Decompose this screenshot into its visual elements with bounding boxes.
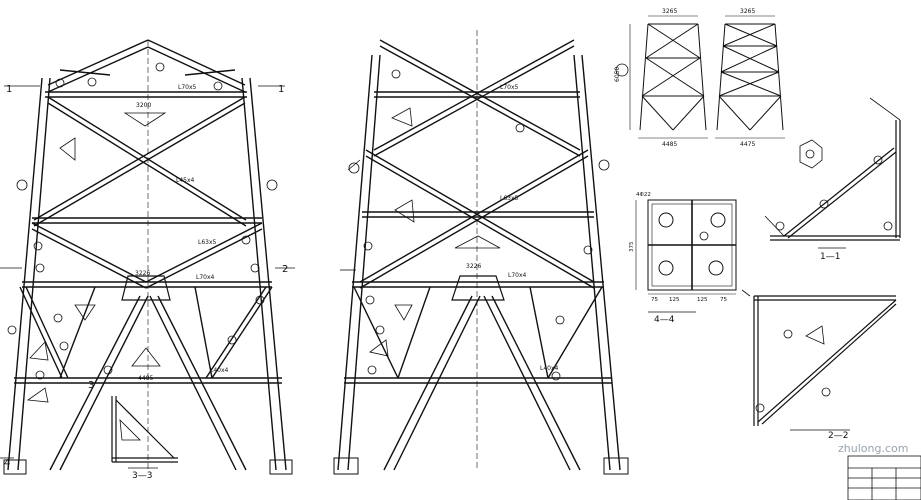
schematic-bottom-dim-right: 4475 (740, 141, 755, 148)
section-4-label: 4—4 (654, 315, 675, 325)
left-elevation-labels: 3200 L70x5 3226 L70x4 L45x4 L63x5 L40x4 … (4, 84, 288, 469)
member-mid-label: L70x4 (196, 274, 215, 281)
section-1-label: 1—1 (820, 252, 840, 262)
center-member-top-label: L70x5 (500, 84, 519, 91)
section-2-label: 2—2 (828, 431, 848, 441)
section-1-detail (764, 97, 901, 249)
section-mark-1-left: 1 (6, 84, 12, 95)
mid-width-dim-left: 3226 (135, 270, 150, 277)
member-diag2-label: L63x5 (198, 239, 217, 246)
plate-dim-4: 75 (720, 297, 727, 303)
left-foot-right (269, 459, 293, 475)
plate-side-dim: 375 (629, 241, 635, 252)
section-2-bolts (755, 329, 831, 413)
schematic-labels: 3265 3265 6050 4485 4475 (614, 8, 755, 148)
watermark-text: zhulong.com (838, 442, 908, 455)
left-leg-outer (7, 77, 43, 471)
plate-bolt-label: 4Φ22 (636, 192, 651, 198)
section-3-detail (111, 396, 178, 469)
plate-labels: 4Φ22 75 125 125 75 375 (629, 192, 727, 303)
section-3-label: 3—3 (132, 471, 152, 481)
center-diag3-label: L40x4 (540, 365, 559, 372)
left-leg-inner (17, 77, 51, 471)
plate-dim-2: 125 (669, 297, 680, 303)
schematic-height-dim: 6050 (614, 67, 621, 82)
schematic-top-dim-left: 3265 (662, 8, 677, 15)
right-leg-inner (241, 77, 277, 471)
bottom-width-dim: 4485 (138, 375, 153, 382)
right-leg-outer (249, 77, 287, 471)
schematic-top-dim-right: 3265 (740, 8, 755, 15)
section-mark-1-right: 1 (278, 84, 284, 95)
section-2-detail (741, 289, 897, 431)
outline-schematics (615, 15, 785, 139)
plate-dim-3: 125 (697, 297, 708, 303)
section-1-bolts (775, 149, 893, 231)
section-mark-3: 3 (88, 380, 94, 391)
center-bolt-marks (348, 69, 610, 381)
center-tower-elevation (333, 30, 629, 475)
center-diag-label: L63x5 (500, 195, 519, 202)
left-foot-left (3, 459, 27, 475)
section-mark-4: 4 (4, 458, 10, 469)
member-top-label: L70x5 (178, 84, 197, 91)
top-width-dim: 3200 (136, 102, 151, 109)
left-bolt-marks (7, 62, 278, 380)
plate-dim-1: 75 (651, 297, 658, 303)
section-mark-2: 2 (282, 264, 288, 275)
center-member-mid-label: L70x4 (508, 272, 527, 279)
schematic-bottom-dim-left: 4485 (662, 141, 677, 148)
center-hub-plate (451, 275, 505, 301)
section-4-plate-detail (635, 199, 737, 295)
center-mid-width-dim: 3226 (466, 263, 481, 270)
left-tower-elevation (0, 39, 295, 475)
member-diag1-label: L45x4 (176, 177, 195, 184)
left-hub-plate (121, 275, 171, 301)
center-elevation-labels: L70x5 L70x4 3226 L63x5 L40x4 (466, 84, 559, 372)
title-block (847, 455, 921, 500)
member-diag3-label: L40x4 (210, 367, 229, 374)
